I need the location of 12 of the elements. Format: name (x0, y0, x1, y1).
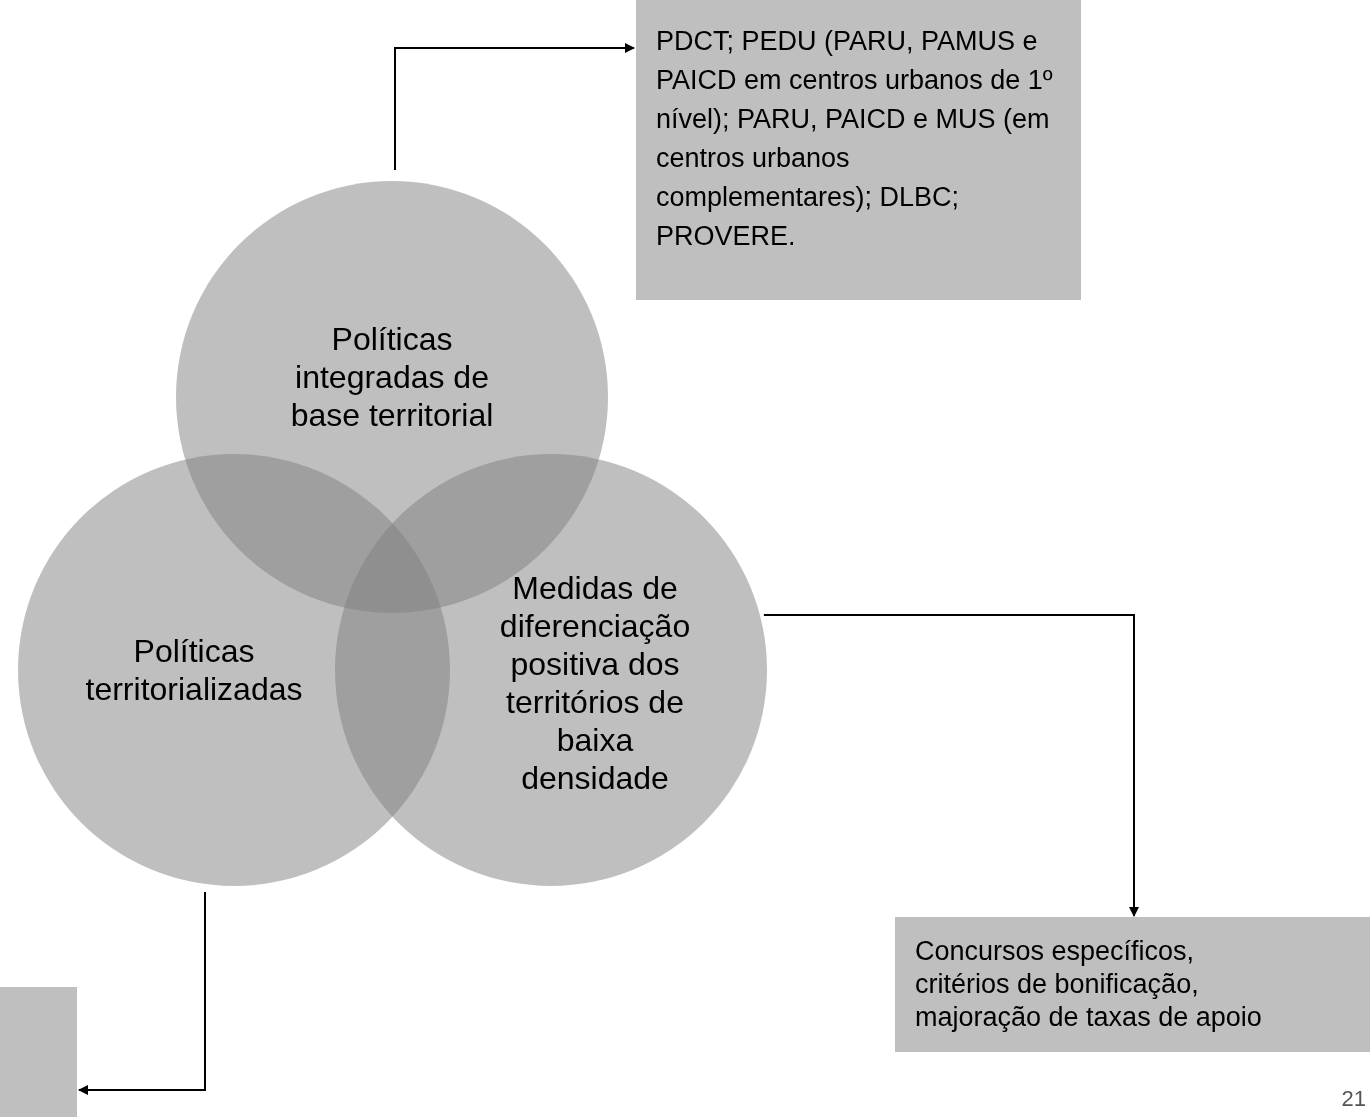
connector-arrow (78, 891, 206, 1095)
node-text: Políticas integradas de base territorial (289, 320, 495, 434)
node-text: Concursos específicos, critérios de bonificação, majoração de taxas de apoio (915, 935, 1263, 1034)
connector-arrow (394, 43, 635, 171)
text-box (636, 0, 1081, 300)
page-number: 21 (1341, 1085, 1366, 1113)
connector-arrow (762, 614, 1139, 917)
node-text: Medidas de diferenciação positiva dos territórios de baixa densidade (498, 569, 692, 797)
text-box (895, 917, 1370, 1052)
node-text: Políticas territorializadas (84, 632, 304, 708)
box-shape (0, 987, 77, 1117)
node-text: PDCT; PEDU (PARU, PAMUS e PAICD em centros urbanos de 1º nível); PARU, PAICD e MUS (em centros urbanos complementares); DLBC; PROVERE. (656, 25, 1054, 253)
